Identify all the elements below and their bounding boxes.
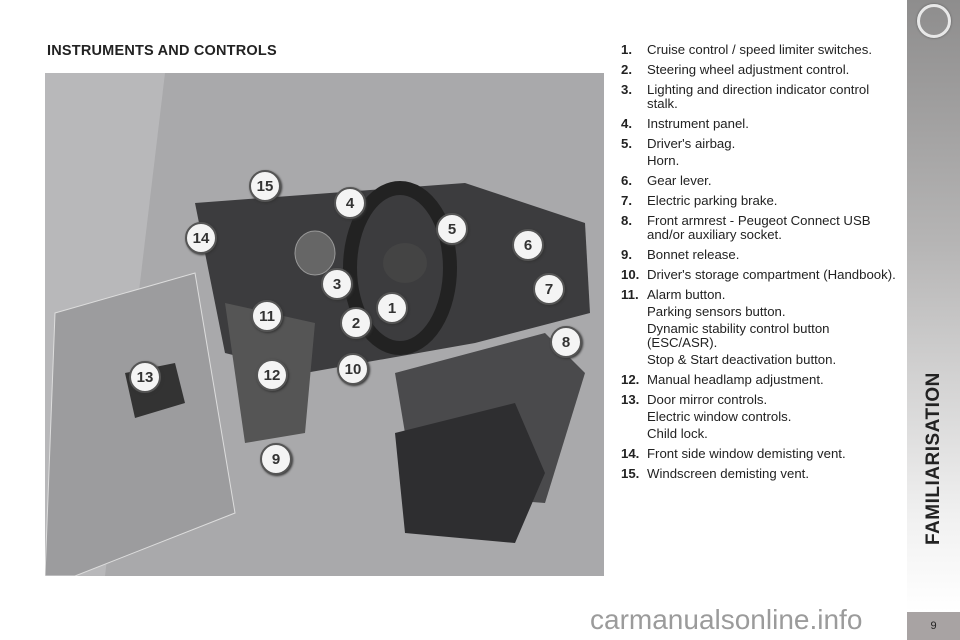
item-number: 6.: [621, 173, 632, 188]
callout-5: 5: [436, 213, 468, 245]
callout-6: 6: [512, 229, 544, 261]
item-number: 11.: [621, 287, 639, 302]
item-text: Electric parking brake.: [647, 193, 778, 208]
item-text: Cruise control / speed limiter switches.: [647, 42, 872, 57]
callout-1: 1: [376, 292, 408, 324]
item-number: 3.: [621, 82, 632, 97]
controls-list: 1. Cruise control / speed limiter switche…: [621, 43, 903, 487]
dashboard-illustration: 15 4 14 5 6 3 1 7 11 2 8 10 12 13 9: [45, 73, 604, 576]
item-number: 13.: [621, 392, 640, 407]
item-text: Door mirror controls.: [647, 392, 768, 407]
callout-8: 8: [550, 326, 582, 358]
callout-12: 12: [256, 359, 288, 391]
item-text: Driver's storage compartment (Handbook).: [647, 267, 896, 282]
watermark: carmanualsonline.info: [590, 604, 863, 635]
item-text: Child lock.: [647, 426, 708, 441]
list-item: 9. Bonnet release.: [621, 248, 903, 262]
list-item: 13. Door mirror controls. Electric window …: [621, 393, 903, 441]
callout-4: 4: [334, 187, 366, 219]
cockpit-drawing: [45, 73, 590, 576]
item-text: Lighting and direction indicator control…: [647, 82, 870, 111]
item-number: 8.: [621, 213, 632, 228]
list-item: 15. Windscreen demisting vent.: [621, 467, 903, 481]
callout-13: 13: [129, 361, 161, 393]
item-text: Manual headlamp adjustment.: [647, 372, 824, 387]
list-item: 12. Manual headlamp adjustment.: [621, 373, 903, 387]
item-text: Parking sensors button.: [647, 304, 786, 319]
item-number: 9.: [621, 247, 632, 262]
item-text: Gear lever.: [647, 173, 712, 188]
list-item: 14. Front side window demisting vent.: [621, 447, 903, 461]
page-number: 9: [907, 612, 960, 640]
list-item: 1. Cruise control / speed limiter switche…: [621, 43, 903, 57]
item-text: Steering wheel adjustment control.: [647, 62, 850, 77]
item-text: Horn.: [647, 153, 680, 168]
list-item: 10. Driver's storage compartment (Handboo…: [621, 268, 903, 282]
list-item: 5. Driver's airbag. Horn.: [621, 137, 903, 168]
item-text: Stop & Start deactivation button.: [647, 352, 837, 367]
item-number: 10.: [621, 267, 640, 282]
list-item: 11. Alarm button. Parking sensors button. D…: [621, 288, 903, 367]
list-item: 2. Steering wheel adjustment control.: [621, 63, 903, 77]
item-text: Front side window demisting vent.: [647, 446, 846, 461]
callout-9: 9: [260, 443, 292, 475]
section-title: FAMILIARISATION: [923, 372, 944, 545]
list-item: 3. Lighting and direction indicator contr…: [621, 83, 903, 111]
callout-10: 10: [337, 353, 369, 385]
item-number: 7.: [621, 193, 632, 208]
item-text: Alarm button.: [647, 287, 726, 302]
item-number: 12.: [621, 372, 640, 387]
callout-2: 2: [340, 307, 372, 339]
item-text: Bonnet release.: [647, 247, 740, 262]
item-text: Instrument panel.: [647, 116, 749, 131]
page-title: INSTRUMENTS AND CONTROLS: [47, 43, 277, 59]
item-number: 1.: [621, 42, 632, 57]
list-item: 4. Instrument panel.: [621, 117, 903, 131]
item-text: Windscreen demisting vent.: [647, 466, 809, 481]
section-ring-icon: [917, 4, 951, 38]
callout-11: 11: [251, 300, 283, 332]
callout-14: 14: [185, 222, 217, 254]
item-number: 4.: [621, 116, 632, 131]
item-text: Dynamic stability control button (ESC/AS…: [647, 321, 830, 350]
list-item: 6. Gear lever.: [621, 174, 903, 188]
item-number: 14.: [621, 446, 640, 461]
item-text: Electric window controls.: [647, 409, 792, 424]
item-text: Driver's airbag.: [647, 136, 736, 151]
callout-3: 3: [321, 268, 353, 300]
callout-15: 15: [249, 170, 281, 202]
item-number: 15.: [621, 466, 640, 481]
callout-7: 7: [533, 273, 565, 305]
list-item: 7. Electric parking brake.: [621, 194, 903, 208]
section-sidebar: FAMILIARISATION: [907, 0, 960, 612]
item-number: 2.: [621, 62, 632, 77]
list-item: 8. Front armrest - Peugeot Connect USB an…: [621, 214, 903, 242]
item-text: Front armrest - Peugeot Connect USB and/…: [647, 213, 871, 242]
item-number: 5.: [621, 136, 632, 151]
